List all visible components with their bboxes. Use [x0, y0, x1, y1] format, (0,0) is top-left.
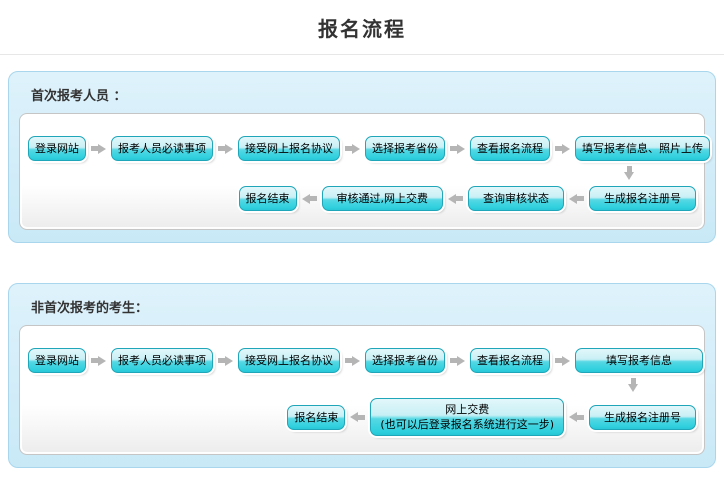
step-select-province: 选择报考省份: [365, 136, 445, 161]
step-login-website: 登录网站: [28, 136, 86, 161]
flow-row-2: 报名结束 审核通过,网上交费 查询审核状态 生成报名注册号: [28, 186, 696, 211]
arrow-right-icon: [555, 355, 570, 366]
page-header: 报名流程: [0, 0, 724, 55]
step-registration-finished: 报名结束: [238, 186, 297, 211]
arrow-right-icon: [345, 143, 360, 154]
arrow-left-icon: [569, 412, 584, 422]
step-login-website: 登录网站: [28, 348, 86, 373]
step-view-process: 查看报名流程: [470, 136, 550, 161]
step-fill-info-upload-photo: 填写报考信息、照片上传: [575, 136, 710, 161]
step-registration-finished: 报名结束: [287, 404, 346, 430]
page-title: 报名流程: [318, 17, 406, 41]
flow-row-1: 登录网站 报考人员必读事项 接受网上报名协议 选择报考省份 查看报名流程 填写报…: [28, 136, 710, 161]
arrow-right-icon: [91, 355, 106, 366]
arrow-right-icon: [218, 355, 233, 366]
step-pay-online-line2: (也可以后登录报名系统进行这一步): [380, 418, 554, 431]
arrow-right-icon: [555, 143, 570, 154]
step-view-process: 查看报名流程: [470, 348, 550, 373]
flow-down-connector: [28, 166, 696, 180]
arrow-left-icon: [569, 193, 584, 204]
arrow-right-icon: [450, 143, 465, 154]
arrow-down-icon: [624, 166, 634, 180]
arrow-down-icon: [628, 378, 638, 392]
arrow-left-icon: [448, 193, 463, 204]
step-fill-info: 填写报考信息: [575, 348, 703, 373]
section-first-time-panel: 登录网站 报考人员必读事项 接受网上报名协议 选择报考省份 查看报名流程 填写报…: [19, 113, 710, 230]
step-approved-pay-online: 审核通过,网上交费: [321, 186, 443, 211]
step-accept-agreement: 接受网上报名协议: [238, 136, 340, 161]
arrow-left-icon: [301, 193, 317, 204]
arrow-right-icon: [218, 143, 233, 154]
arrow-left-icon: [350, 412, 366, 422]
section-repeat: 非首次报考的考生： 登录网站 报考人员必读事项 接受网上报名协议 选择报考省份 …: [8, 283, 716, 468]
flow-row-1: 登录网站 报考人员必读事项 接受网上报名协议 选择报考省份 查看报名流程 填写报…: [28, 348, 703, 373]
arrow-right-icon: [91, 143, 106, 154]
section-first-time: 首次报考人员 ： 登录网站 报考人员必读事项 接受网上报名协议 选择报考省份 查…: [8, 71, 716, 243]
step-select-province: 选择报考省份: [365, 348, 445, 373]
step-generate-registration-number: 生成报名注册号: [589, 404, 696, 430]
step-must-read-items: 报考人员必读事项: [111, 348, 213, 373]
step-must-read-items: 报考人员必读事项: [111, 136, 213, 161]
section-first-time-label: 首次报考人员 ：: [31, 89, 127, 104]
step-accept-agreement: 接受网上报名协议: [238, 348, 340, 373]
step-generate-registration-number: 生成报名注册号: [589, 186, 696, 211]
step-check-review-status: 查询审核状态: [468, 186, 564, 211]
flow-down-connector: [28, 378, 696, 392]
flow-row-2: 报名结束 网上交费 (也可以后登录报名系统进行这一步) 生成报名注册号: [28, 398, 696, 436]
arrow-right-icon: [345, 355, 360, 366]
arrow-right-icon: [450, 355, 465, 366]
step-pay-online-line1: 网上交费: [445, 403, 490, 416]
section-repeat-panel: 登录网站 报考人员必读事项 接受网上报名协议 选择报考省份 查看报名流程 填写报…: [19, 325, 705, 455]
section-repeat-label: 非首次报考的考生：: [31, 301, 149, 316]
step-pay-online: 网上交费 (也可以后登录报名系统进行这一步): [370, 398, 564, 436]
